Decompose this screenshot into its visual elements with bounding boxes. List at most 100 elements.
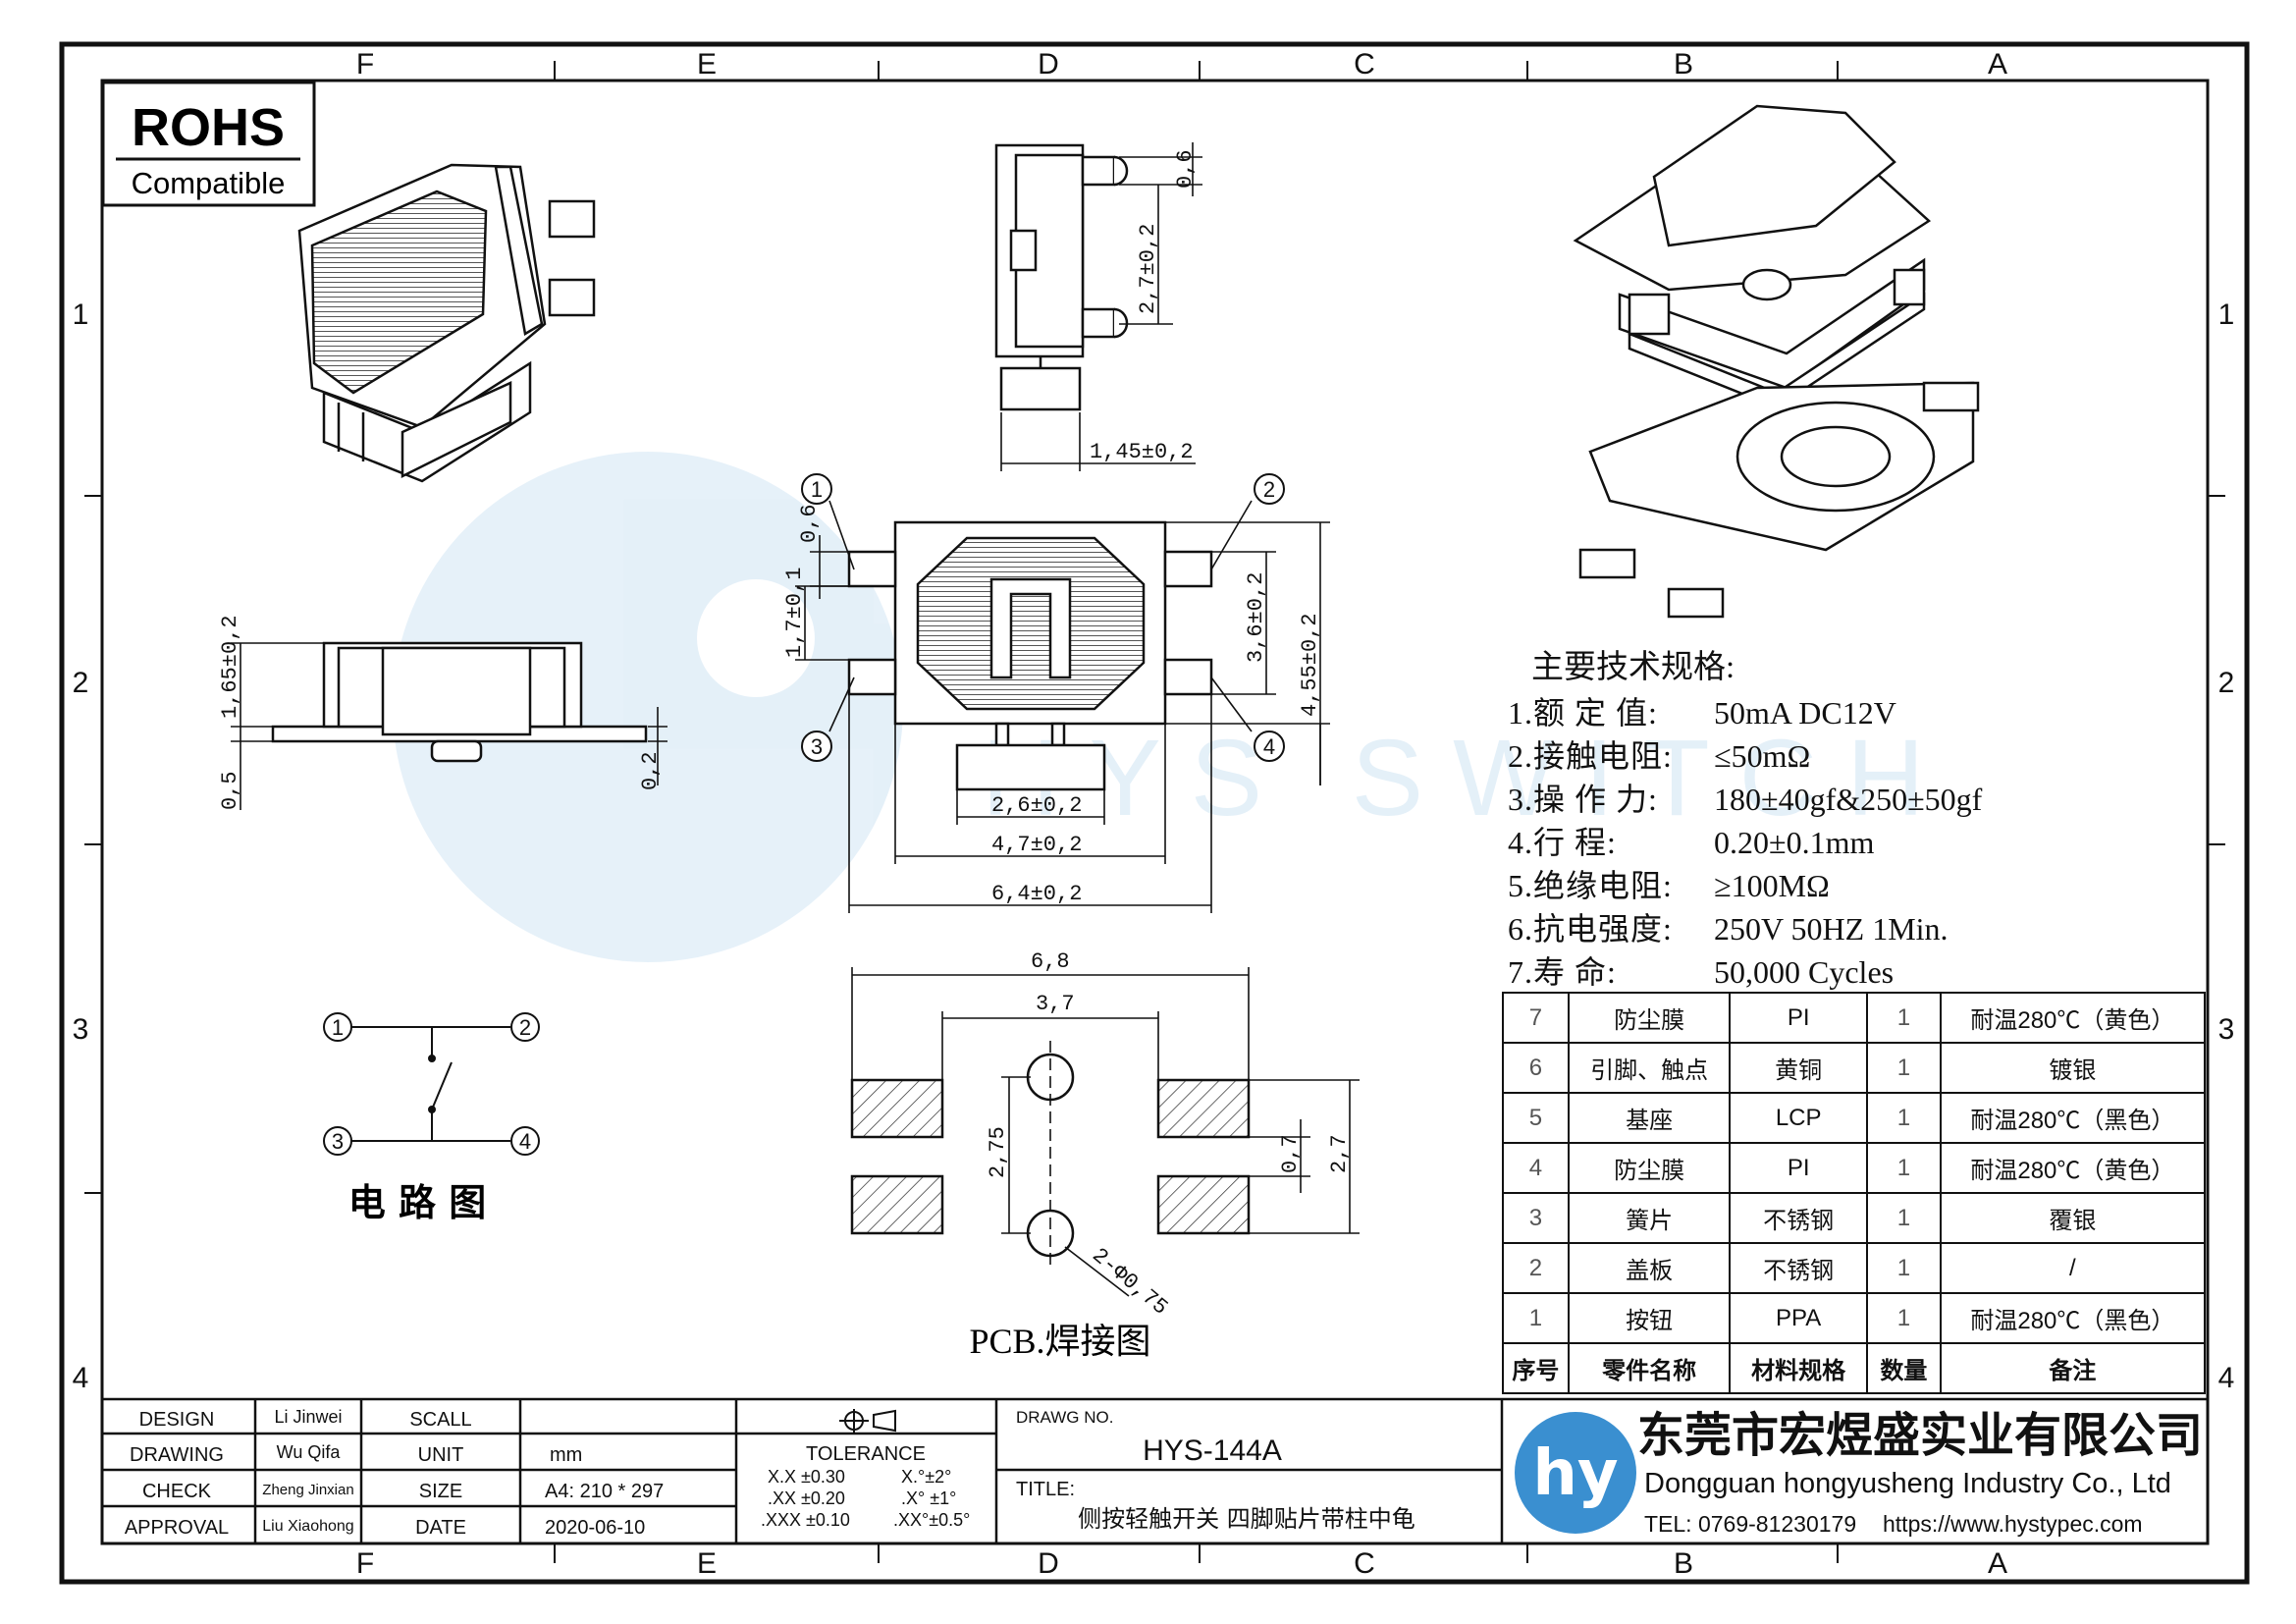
spec-row: 5.绝缘电阻:≥100MΩ	[1508, 864, 2057, 907]
bom-material: PPA	[1729, 1292, 1868, 1344]
tb-title-value: 侧按轻触开关 四脚贴片带柱中龟	[1078, 1505, 1415, 1533]
dim-pcb-275: 2,75	[986, 1126, 1010, 1178]
col-label-d: D	[1038, 48, 1059, 81]
dim-front-05: 0,5	[218, 771, 242, 810]
tb-tol-angle-3: .XX°±0.5°	[893, 1510, 970, 1530]
tb-approval-name: Liu Xiaohong	[262, 1518, 353, 1535]
bom-material: LCP	[1729, 1092, 1868, 1144]
tb-scall-label: SCALL	[409, 1409, 471, 1431]
bom-header-row: 序号零件名称材料规格数量备注	[1502, 1342, 2207, 1394]
col-label-c-bottom: C	[1354, 1547, 1375, 1580]
spec-key: 3.操 作 力:	[1508, 782, 1658, 817]
pin-label-3: 3	[811, 734, 823, 759]
col-label-a: A	[1988, 48, 2007, 81]
bom-header: 零件名称	[1567, 1342, 1732, 1394]
tb-size-label: SIZE	[419, 1481, 462, 1502]
dim-pcb-hole: 2-Φ0,75	[1088, 1243, 1173, 1321]
side-view	[994, 143, 1129, 411]
bom-no: 2	[1502, 1242, 1570, 1294]
bom-part: 簧片	[1567, 1192, 1732, 1244]
spec-value: 180±40gf&250±50gf	[1714, 782, 1983, 817]
dim-pcb-68: 6,8	[1031, 949, 1070, 974]
spec-title: 主要技术规格:	[1531, 650, 1735, 685]
row-label-2-right: 2	[2218, 667, 2235, 699]
bom-note: 耐温280℃（黑色）	[1939, 1092, 2207, 1144]
bom-header: 数量	[1865, 1342, 1942, 1394]
bom-part: 防尘膜	[1567, 1142, 1732, 1194]
tb-approval-label: APPROVAL	[125, 1517, 229, 1539]
svg-text:ROHS: ROHS	[132, 98, 285, 157]
isometric-view	[297, 163, 596, 483]
tb-tolerance-label: TOLERANCE	[806, 1443, 926, 1465]
spec-list: 主要技术规格: 1.额 定 值:50mA DC12V 2.接触电阻:≤50mΩ …	[1508, 640, 2057, 994]
company-url: https://www.hystypec.com	[1883, 1511, 2143, 1537]
rohs-badge: ROHS Compatible	[101, 81, 316, 207]
spec-row: 4.行 程:0.20±0.1mm	[1508, 821, 2057, 864]
tb-tol-1: X.X ±0.30	[768, 1467, 845, 1487]
dim-pcb-27: 2,7	[1327, 1134, 1352, 1173]
tb-check-label: CHECK	[142, 1481, 212, 1502]
circuit-pin-1: 1	[332, 1015, 344, 1040]
dim-top-64: 6,4±0,2	[991, 882, 1082, 906]
tb-date-value: 2020-06-10	[545, 1517, 645, 1539]
row-label-4-right: 4	[2218, 1362, 2235, 1394]
tb-title-label: TITLE:	[1016, 1479, 1075, 1500]
tb-date-label: DATE	[415, 1517, 466, 1539]
company-name-en: Dongguan hongyusheng Industry Co., Ltd	[1644, 1468, 2171, 1499]
spec-value: 0.20±0.1mm	[1714, 825, 1875, 860]
bom-material: PI	[1729, 1142, 1868, 1194]
company-logo: hy	[1515, 1412, 1636, 1534]
circuit-pin-2: 2	[519, 1015, 531, 1040]
dim-top-06: 0,6	[797, 504, 822, 543]
front-view	[271, 641, 648, 763]
dim-side-27: 2,7±0,2	[1136, 224, 1160, 314]
dim-top-47: 4,7±0,2	[991, 833, 1082, 857]
bom-header: 备注	[1939, 1342, 2207, 1394]
spec-key: 7.寿 命:	[1508, 954, 1617, 990]
bom-no: 3	[1502, 1192, 1570, 1244]
bom-no: 5	[1502, 1092, 1570, 1144]
bom-part: 盖板	[1567, 1242, 1732, 1294]
bom-part: 防尘膜	[1567, 992, 1732, 1044]
spec-value: 250V 50HZ 1Min.	[1714, 911, 1949, 947]
row-label-2: 2	[73, 667, 89, 699]
col-label-e: E	[697, 48, 717, 81]
pin-label-2: 2	[1263, 477, 1275, 502]
bom-material: 不锈钢	[1729, 1242, 1868, 1294]
tb-tol-2: .XX ±0.20	[768, 1489, 845, 1508]
tb-unit-label: UNIT	[418, 1444, 464, 1466]
spec-row: 6.抗电强度:250V 50HZ 1Min.	[1508, 907, 2057, 950]
bom-material: 不锈钢	[1729, 1192, 1868, 1244]
bom-note: 覆银	[1939, 1192, 2207, 1244]
circuit-pin-3: 3	[332, 1129, 344, 1154]
col-label-f: F	[356, 48, 374, 81]
tb-drawing-label: DRAWING	[130, 1444, 224, 1466]
exploded-view	[1573, 104, 1980, 619]
bom-material: 黄铜	[1729, 1042, 1868, 1094]
dim-front-02: 0,2	[638, 751, 663, 790]
spec-key: 2.接触电阻:	[1508, 738, 1673, 774]
bom-no: 1	[1502, 1292, 1570, 1344]
tb-design-label: DESIGN	[139, 1409, 215, 1431]
bom-header: 序号	[1502, 1342, 1570, 1394]
circuit-pin-4: 4	[519, 1129, 531, 1154]
dim-top-36: 3,6±0,2	[1244, 572, 1268, 663]
bom-qty: 1	[1865, 1142, 1942, 1194]
spec-key: 5.绝缘电阻:	[1508, 868, 1673, 903]
tb-design-name: Li Jinwei	[274, 1407, 342, 1427]
svg-text:HYS SWITCH: HYS SWITCH	[982, 718, 1954, 839]
dim-side-145: 1,45±0,2	[1090, 440, 1194, 464]
bom-material: PI	[1729, 992, 1868, 1044]
dim-pcb-37: 3,7	[1036, 992, 1075, 1016]
bom-part: 引脚、触点	[1567, 1042, 1732, 1094]
pin-label-4: 4	[1263, 734, 1275, 759]
tb-tol-angle-1: X.°±2°	[901, 1467, 951, 1487]
bom-header: 材料规格	[1729, 1342, 1868, 1394]
tb-check-name: Zheng Jinxian	[262, 1482, 353, 1498]
